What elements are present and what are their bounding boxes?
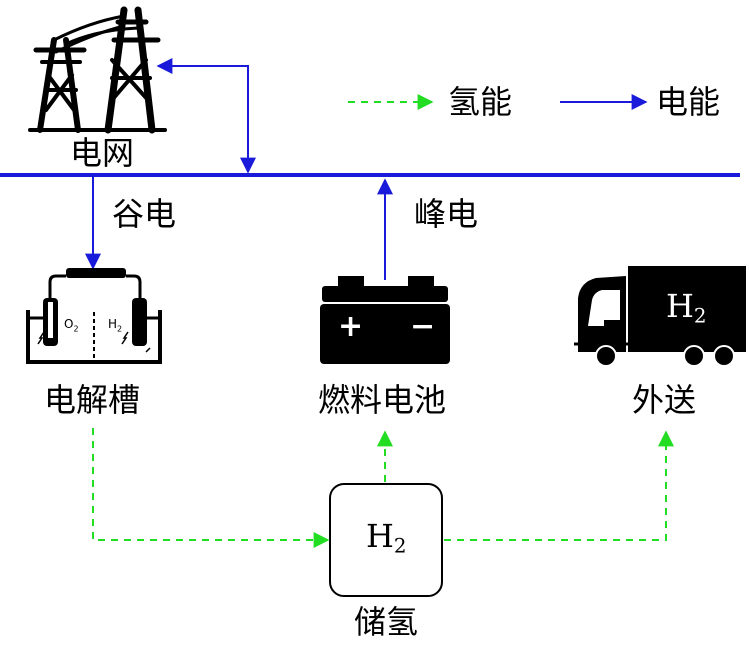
grid-label: 电网 <box>70 134 135 172</box>
battery-icon <box>320 276 450 364</box>
battery-plus-sign: + <box>338 309 364 344</box>
hydrogen-small-label: H2 <box>108 317 123 334</box>
truck-icon <box>574 266 746 367</box>
battery-minus-sign: − <box>410 309 436 344</box>
storage-to-export-arrow <box>444 430 674 541</box>
truck-h2-formula: H2 <box>666 287 707 328</box>
electrolyzer-label: 电解槽 <box>44 381 141 419</box>
power-tower-icon <box>28 6 167 134</box>
fuel-cell-label: 燃料电池 <box>318 381 447 419</box>
electrolyzer-to-storage-arrow <box>92 428 330 548</box>
peak-label: 峰电 <box>414 195 479 233</box>
off-peak-label: 谷电 <box>112 195 177 233</box>
storage-h2-formula: H2 <box>366 517 407 558</box>
export-label: 外送 <box>632 381 697 419</box>
storage-box <box>329 483 443 597</box>
grid-link-arrow <box>156 58 256 174</box>
electrolyzer-icon <box>26 268 162 364</box>
oxygen-label: O2 <box>64 317 79 334</box>
storage-label: 储氢 <box>354 603 419 641</box>
electric-legend-label: 电能 <box>656 83 721 121</box>
hydrogen-legend-label: 氢能 <box>448 83 513 121</box>
